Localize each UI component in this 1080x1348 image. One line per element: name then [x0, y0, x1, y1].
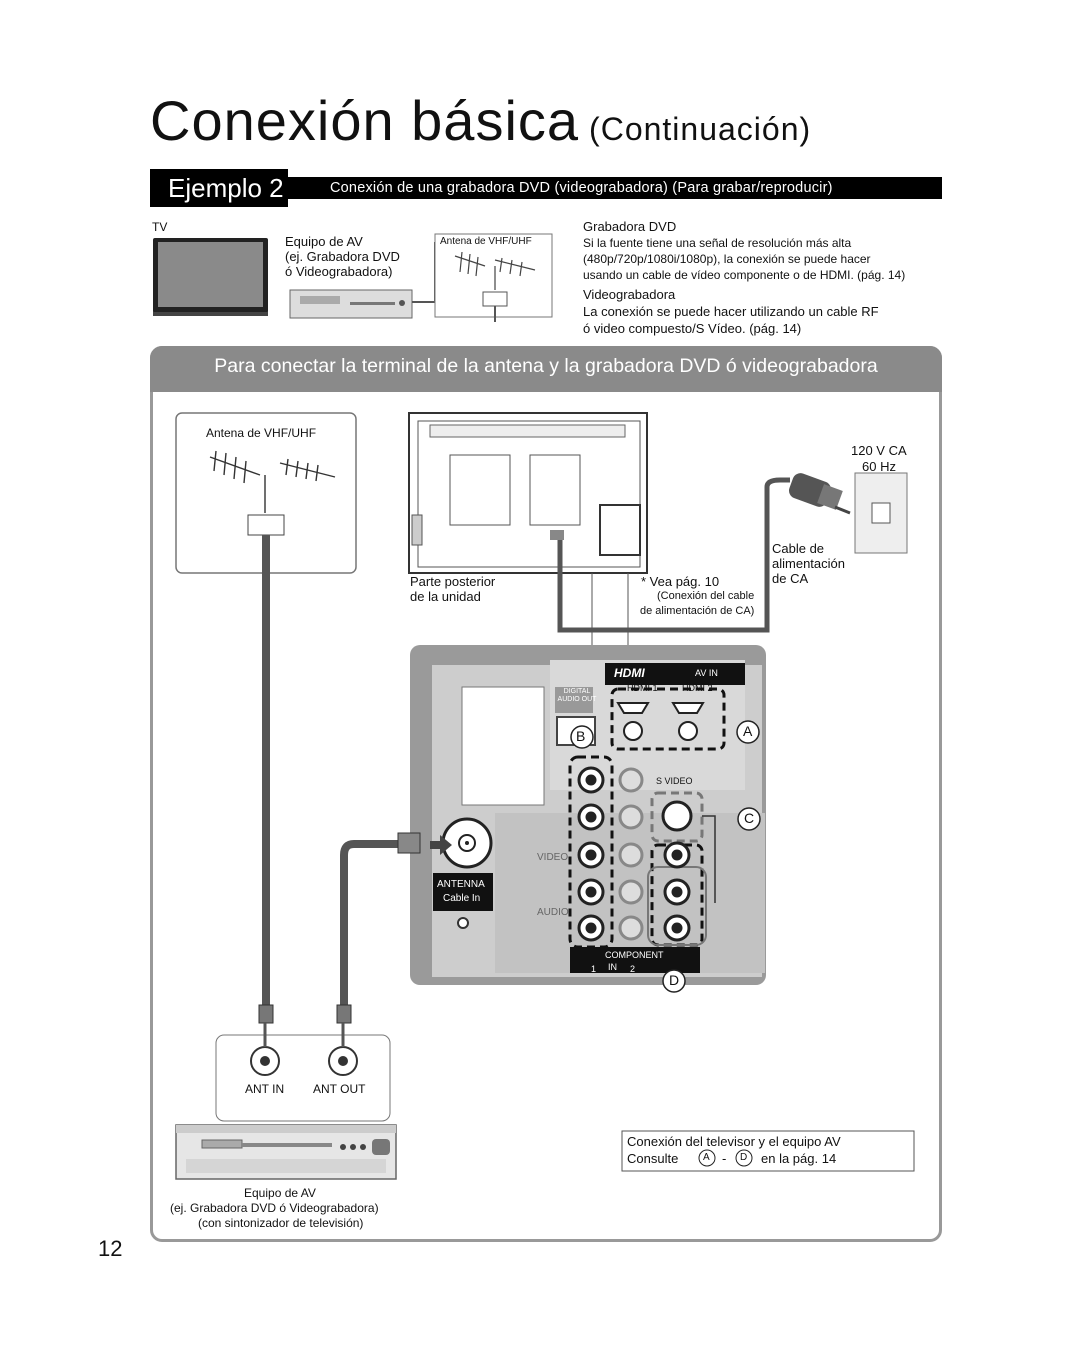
power-cable-line1: Cable de — [772, 541, 825, 556]
dvd-note-line3: usando un cable de vídeo componente o de… — [583, 268, 906, 282]
marker-b: B — [576, 728, 586, 744]
power-frequency: 60 Hz — [862, 459, 896, 474]
dvd-note-line2: (480p/720p/1080i/1080p), la conexión se … — [583, 252, 871, 266]
hdmi2-label: HDMI 2 — [682, 683, 713, 693]
consult-dash: - — [722, 1151, 727, 1166]
panel-heading: Para conectar la terminal de la antena y… — [214, 355, 878, 377]
top-antenna-label: Antena de VHF/UHF — [440, 236, 532, 247]
top-diagram — [153, 233, 553, 322]
bottom-equipment-line3: (con sintonizador de televisión) — [198, 1216, 364, 1230]
example-description: Conexión de una grabadora DVD (videograb… — [330, 180, 833, 196]
antenna-box — [175, 412, 357, 574]
dvd-note-line1: Si la fuente tiene una señal de resoluci… — [583, 236, 852, 250]
av-equipment-line2: (ej. Grabadora DVD — [285, 249, 400, 264]
tv-rear — [408, 412, 648, 574]
power-cable-line3: de CA — [772, 571, 809, 586]
title-text: Conexión básica — [150, 89, 580, 152]
s-video-label: S VIDEO — [656, 776, 693, 786]
hdmi-logo: HDMI — [614, 666, 645, 680]
page-number: 12 — [98, 1236, 123, 1261]
example-label: Ejemplo 2 — [150, 169, 288, 207]
bottom-equipment-line2: (ej. Grabadora DVD ó Videograbadora) — [170, 1201, 379, 1215]
consult-line1: Conexión del televisor y el equipo AV — [627, 1134, 841, 1149]
connection-diagram — [175, 412, 915, 1180]
power-cable-line2: alimentación — [772, 556, 845, 571]
in-label: IN — [608, 962, 617, 972]
consult-marker-a: A — [703, 1152, 710, 1163]
bottom-recorder — [175, 1124, 397, 1180]
example-bar — [150, 177, 942, 199]
ant-out-label: ANT OUT — [313, 1082, 366, 1096]
title-continuation: (Continuación) — [589, 111, 812, 147]
ant-in-label: ANT IN — [245, 1082, 285, 1096]
panel-header — [150, 346, 942, 392]
av-in-label: AV IN — [695, 668, 718, 678]
page-title: Conexión básica(Continuación) — [150, 88, 811, 153]
consult-suffix: en la pág. 14 — [761, 1151, 837, 1166]
marker-c: C — [744, 810, 755, 826]
component-label: COMPONENT — [605, 950, 664, 960]
tv-label: TV — [152, 220, 168, 234]
digital-audio-out-label: DIGITAL AUDIO OUT — [557, 688, 597, 703]
vcr-note-line1: La conexión se puede hacer utilizando un… — [583, 304, 879, 319]
bottom-equipment-line1: Equipo de AV — [244, 1186, 316, 1200]
antenna-port-label1: ANTENNA — [437, 879, 485, 890]
video-label: VIDEO — [537, 852, 569, 863]
recorder-illustration — [289, 289, 413, 319]
av-equipment-line1: Equipo de AV — [285, 234, 363, 249]
see-page-note: * Vea pág. 10 — [641, 574, 720, 589]
see-page-sub1: (Conexión del cable — [657, 590, 755, 602]
vcr-note-line2: ó video compuesto/S Vídeo. (pág. 14) — [583, 321, 802, 336]
power-voltage: 120 V CA — [851, 443, 907, 458]
antenna-box-label: Antena de VHF/UHF — [206, 426, 317, 440]
rear-label-line2: de la unidad — [410, 589, 481, 604]
hdmi1-label: HDMI 1 — [627, 683, 658, 693]
tv-illustration — [153, 238, 268, 316]
terminal-panel — [410, 645, 766, 985]
see-page-sub2: de alimentación de CA) — [640, 605, 755, 617]
antenna-port-label2: Cable In — [443, 893, 481, 904]
marker-d: D — [669, 972, 680, 988]
consult-prefix: Consulte — [627, 1151, 679, 1166]
dvd-heading: Grabadora DVD — [583, 219, 677, 234]
marker-a: A — [743, 723, 753, 739]
audio-label: AUDIO — [537, 907, 569, 918]
rear-label-line1: Parte posterior — [410, 574, 496, 589]
in2-label: 2 — [630, 964, 636, 974]
in1-label: 1 — [591, 964, 597, 974]
power-plug — [789, 473, 851, 515]
consult-marker-d: D — [740, 1152, 748, 1163]
vcr-heading: Videograbadora — [583, 287, 676, 302]
av-equipment-line3: ó Videograbadora) — [285, 264, 393, 279]
